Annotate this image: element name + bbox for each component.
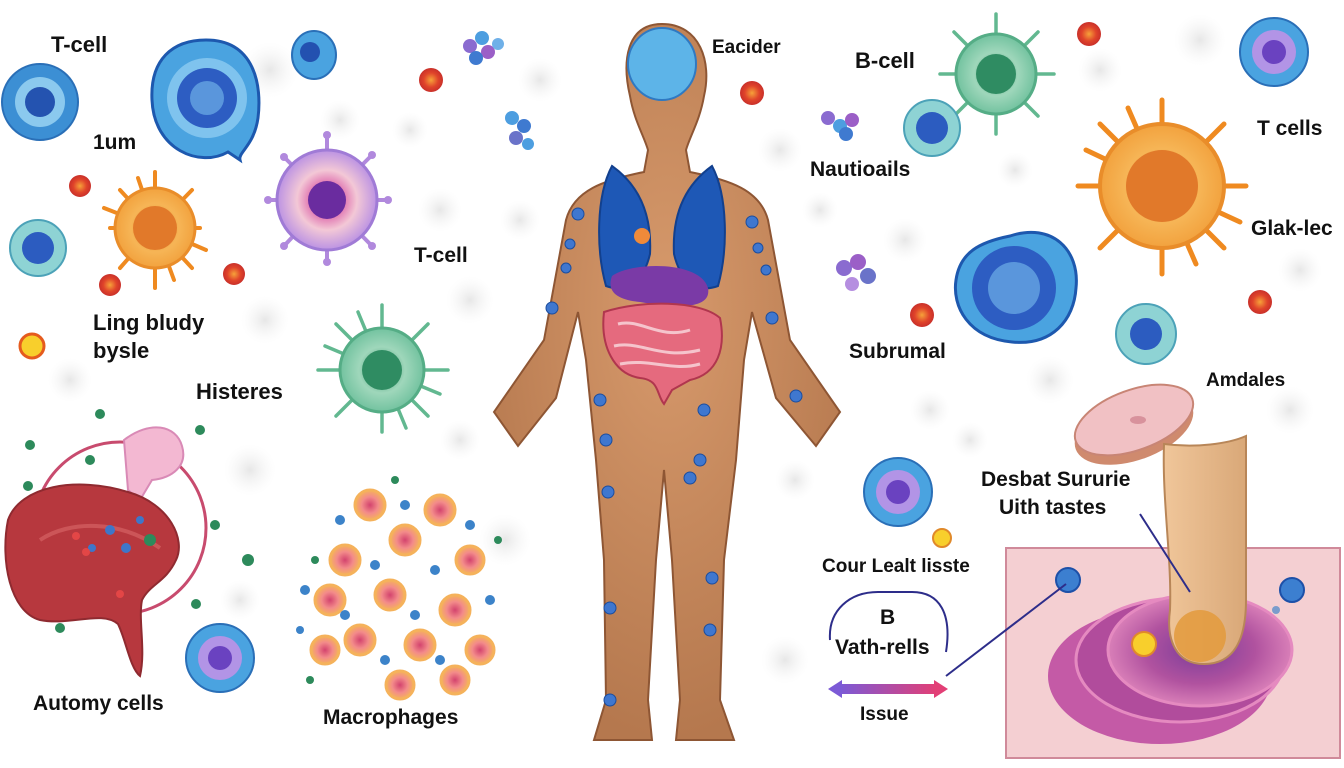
t-cell-icon [903, 99, 961, 157]
virus-icon [316, 303, 450, 434]
label-t-cell-top: T-cell [51, 32, 108, 57]
background-particles [48, 14, 1322, 684]
t-cell-icon [185, 623, 255, 693]
macrophage-cluster [296, 476, 502, 701]
label-bysle: bysle [93, 338, 150, 363]
t-cell-icon [291, 30, 337, 80]
virus-icon [938, 12, 1056, 136]
label-macrophages: Macrophages [323, 706, 459, 729]
label-b-cell: B-cell [855, 48, 915, 73]
label-1um: 1um [93, 131, 137, 154]
label-issue: Issue [860, 704, 909, 725]
liver-icon [4, 409, 254, 678]
label-cour-lealt-lisste: Cour Lealt lisste [822, 556, 970, 577]
macrophage-icon [1075, 97, 1249, 277]
yellow-cell [18, 332, 952, 548]
label-t-cells: T cells [1257, 117, 1323, 140]
label-amdales: Amdales [1206, 370, 1286, 391]
callout-lines [828, 513, 1191, 677]
t-cell-icon [863, 457, 933, 527]
finger-icon [1162, 434, 1247, 666]
label-vath-rells: Vath-rells [835, 636, 930, 659]
t-cell-icon [1239, 17, 1309, 87]
label-subrumal: Subrumal [849, 340, 946, 363]
label-b: B [880, 606, 896, 629]
molecule-cluster [463, 31, 534, 150]
label-ling-bludy: Ling bludy [93, 310, 205, 335]
t-cell-icon [1115, 303, 1177, 365]
arrow-icon [828, 680, 948, 698]
t-cell-icon [150, 38, 261, 164]
label-desbat-sururie: Desbat Sururie [981, 468, 1131, 491]
t-cell-icon [953, 230, 1078, 344]
label-nautioails: Nautioails [810, 158, 911, 181]
label-histeres: Histeres [196, 379, 283, 404]
label-eacider: Eacider [712, 37, 781, 58]
label-glak-lec: Glak-lec [1251, 217, 1333, 240]
label-t-cell-mid: T-cell [414, 244, 468, 267]
label-automy-cells: Automy cells [33, 692, 164, 715]
human-body-icon [492, 22, 842, 741]
t-cell-icon [9, 219, 67, 277]
red-blood-cells [69, 22, 1272, 327]
virus-icon [264, 131, 392, 266]
label-uith-tastes: Uith tastes [999, 496, 1107, 519]
t-cell-icon [1, 63, 79, 141]
molecule-cluster [821, 111, 876, 291]
tissue-section-icon [1005, 547, 1341, 759]
macrophage-icon [102, 170, 208, 290]
